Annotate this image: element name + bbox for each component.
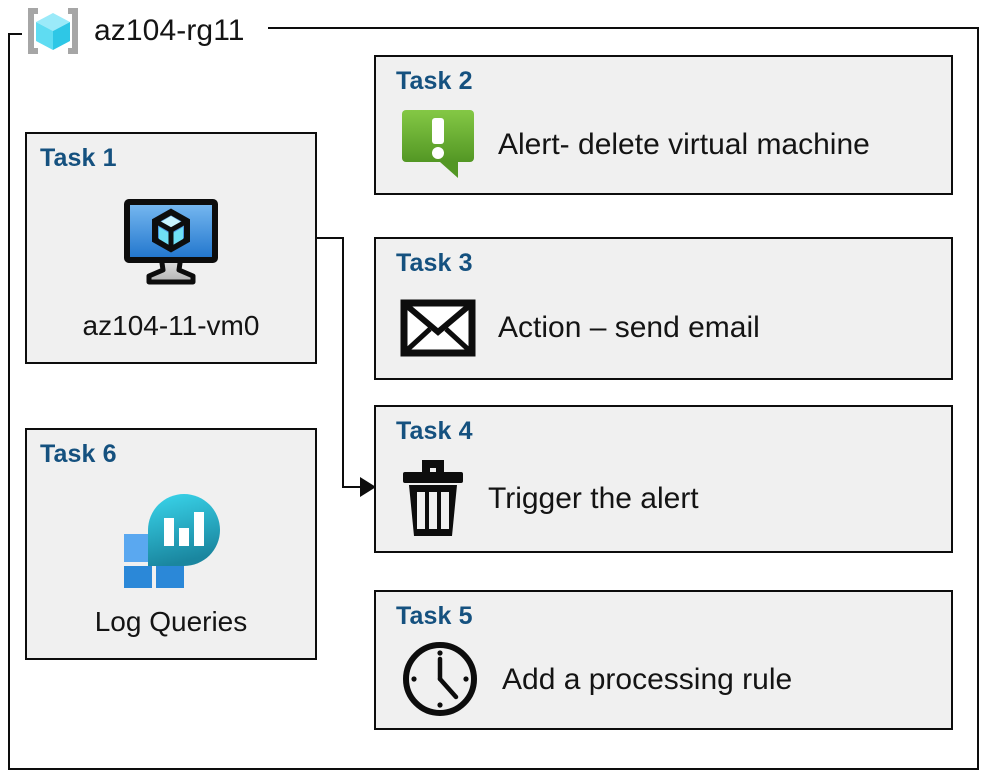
alert-bubble-icon: [400, 108, 476, 180]
resource-group-cube-icon: [22, 4, 84, 58]
task1-icon-wrap: [27, 192, 315, 292]
resource-group-border-top-left: [8, 33, 26, 35]
task2-label: Task 2: [396, 67, 473, 95]
task3-row: Action – send email: [400, 283, 941, 372]
trash-can-icon: [400, 458, 466, 538]
task5-text: Add a processing rule: [502, 662, 793, 696]
resource-group-border-top-right: [268, 27, 979, 29]
task6-caption: Log Queries: [94, 606, 248, 637]
connector-segment-horizontal-bottom: [342, 486, 370, 488]
task1-box[interactable]: Task 1: [25, 132, 317, 364]
log-analytics-icon: [116, 488, 226, 588]
resource-group-border-right: [977, 27, 979, 770]
arrow-right-icon: [360, 477, 376, 497]
task2-row: Alert- delete virtual machine: [400, 101, 941, 187]
task3-label: Task 3: [396, 249, 473, 277]
task4-row: Trigger the alert: [400, 451, 941, 545]
task6-label: Task 6: [40, 440, 117, 468]
task3-box[interactable]: Task 3 Action – send email: [374, 237, 953, 380]
task4-label: Task 4: [396, 417, 473, 445]
task4-text: Trigger the alert: [488, 481, 699, 515]
resource-group-border-left: [8, 33, 10, 770]
resource-group-border-bottom: [8, 768, 979, 770]
clock-icon: [400, 639, 480, 719]
task3-text: Action – send email: [498, 311, 760, 344]
task5-row: Add a processing rule: [400, 636, 941, 722]
task6-icon-wrap: [27, 488, 315, 588]
task6-box[interactable]: Task 6: [25, 428, 317, 660]
task5-box[interactable]: Task 5 Add a processing rule: [374, 590, 953, 730]
task1-caption: az104-11-vm0: [82, 310, 260, 341]
task1-label: Task 1: [40, 144, 117, 172]
resource-group-header: az104-rg11: [22, 0, 253, 62]
task5-label: Task 5: [396, 602, 473, 630]
envelope-icon: [400, 299, 476, 357]
resource-group-name: az104-rg11: [94, 14, 245, 47]
task2-box[interactable]: Task 2 Alert- delete virtual machin: [374, 55, 953, 195]
task2-text: Alert- delete virtual machine: [498, 127, 870, 161]
connector-segment-vertical: [342, 237, 344, 488]
virtual-machine-icon: [119, 198, 223, 286]
task4-box[interactable]: Task 4 Trigger: [374, 405, 953, 553]
